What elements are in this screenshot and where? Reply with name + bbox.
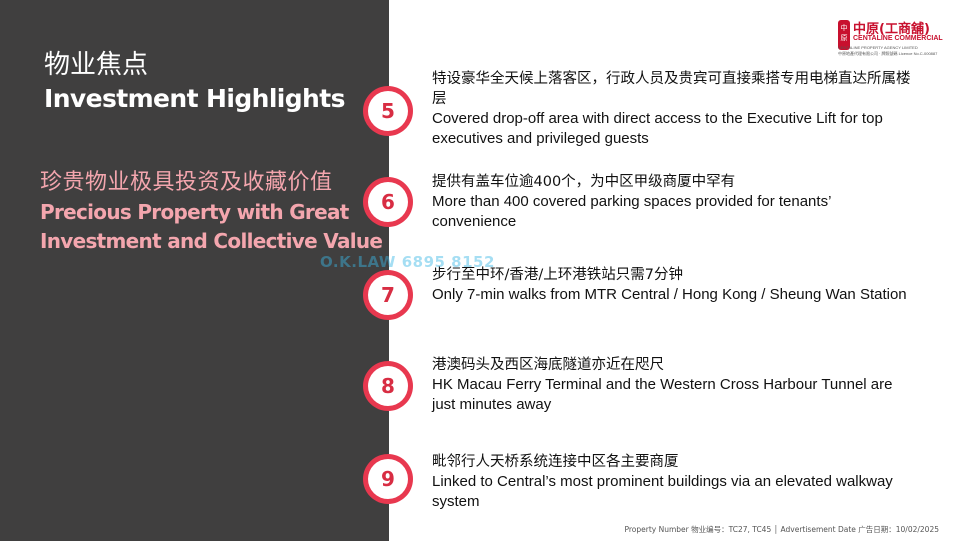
highlight-text-en: More than 400 covered parking spaces pro…: [432, 193, 831, 230]
page-title-zh: 物业焦点: [44, 50, 149, 80]
logo-badge: 中原: [838, 20, 850, 50]
logo-agency-line: CENTALINE PROPERTY AGENCY LIMITED: [838, 45, 918, 50]
footer-property-info: Property Number 物业编号：TC27, TC45 │ Advert…: [624, 525, 939, 534]
highlight-text-en: HK Macau Ferry Terminal and the Western …: [432, 376, 893, 413]
highlight-number-badge: 6: [363, 177, 413, 227]
left-panel: 物业焦点 Investment Highlights 珍贵物业极具投资及收藏价值…: [0, 0, 389, 541]
highlight-number: 8: [381, 374, 395, 398]
highlight-item: 特设豪华全天候上落客区，行政人员及贵宾可直接乘搭专用电梯直达所属楼层 Cover…: [432, 69, 912, 149]
highlight-text-en: Linked to Central’s most prominent build…: [432, 473, 893, 510]
subtitle-zh: 珍贵物业极具投资及收藏价值: [40, 170, 333, 195]
highlight-number: 9: [381, 467, 395, 491]
logo-name-en: CENTALINE COMMERCIAL: [853, 35, 943, 42]
highlight-text-zh: 步行至中环/香港/上环港铁站只需7分钟: [432, 267, 683, 283]
highlight-number-badge: 5: [363, 86, 413, 136]
highlight-text-en: Covered drop-off area with direct access…: [432, 110, 883, 147]
highlight-number: 5: [381, 99, 395, 123]
highlight-text-zh: 特设豪华全天候上落客区，行政人员及贵宾可直接乘搭专用电梯直达所属楼层: [432, 71, 911, 107]
highlight-text-zh: 提供有盖车位逾400个，为中区甲级商厦中罕有: [432, 174, 736, 190]
highlight-item: 提供有盖车位逾400个，为中区甲级商厦中罕有 More than 400 cov…: [432, 172, 912, 232]
highlight-item: 毗邻行人天桥系统连接中区各主要商厦 Linked to Central’s mo…: [432, 452, 912, 512]
highlight-number-badge: 9: [363, 454, 413, 504]
highlight-item: 港澳码头及西区海底隧道亦近在咫尺 HK Macau Ferry Terminal…: [432, 355, 912, 415]
highlight-text-zh: 港澳码头及西区海底隧道亦近在咫尺: [432, 357, 664, 373]
agent-watermark: O.K.LAW 6895 8152: [320, 253, 495, 271]
highlight-number-badge: 7: [363, 270, 413, 320]
page-title-en: Investment Highlights: [44, 84, 345, 113]
highlight-text-zh: 毗邻行人天桥系统连接中区各主要商厦: [432, 454, 679, 470]
highlight-number: 7: [381, 283, 395, 307]
highlight-text-en: Only 7-min walks from MTR Central / Hong…: [432, 286, 907, 303]
highlight-item: 步行至中环/香港/上环港铁站只需7分钟 Only 7-min walks fro…: [432, 265, 912, 305]
subtitle-en-line-1: Precious Property with Great: [40, 200, 349, 224]
highlight-number: 6: [381, 190, 395, 214]
logo-name-zh: 中原(工商舖): [853, 22, 930, 37]
highlight-number-badge: 8: [363, 361, 413, 411]
logo-licence-line: 中原地產代理有限公司 · 牌照號碼 Licence No.C-000887: [838, 51, 938, 56]
subtitle-en: Precious Property with Great Investment …: [40, 198, 383, 256]
subtitle-en-line-2: Investment and Collective Value: [40, 229, 383, 253]
centaline-logo: 中原 中原(工商舖) CENTALINE COMMERCIAL CENTALIN…: [838, 20, 943, 56]
